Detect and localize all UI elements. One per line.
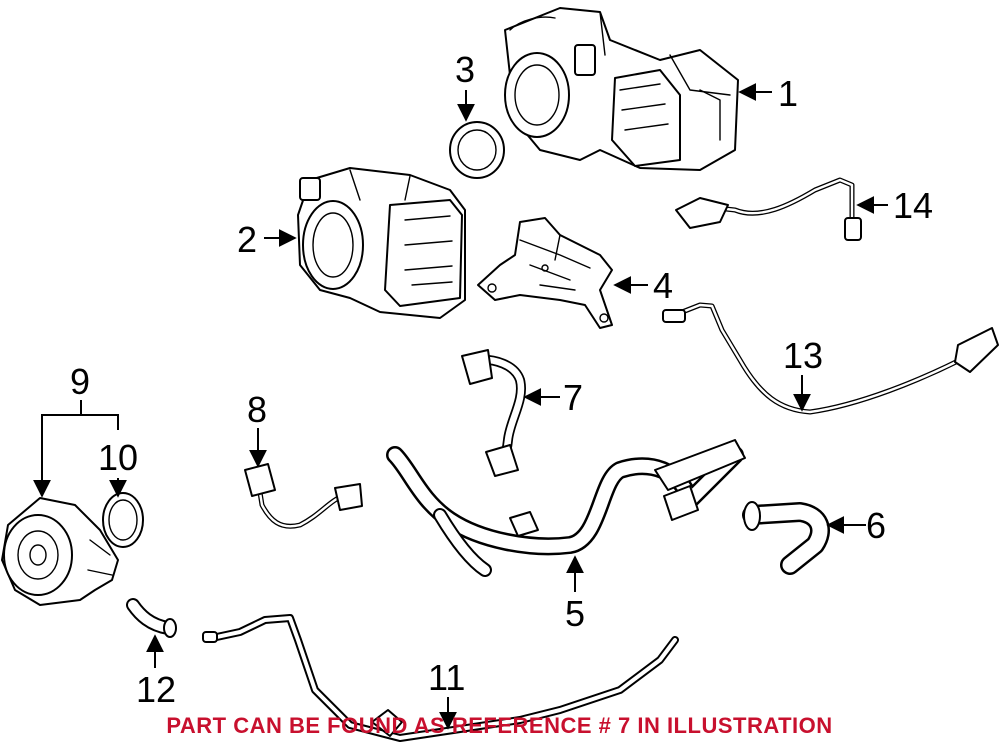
part-3-gasket	[449, 121, 505, 179]
part-9-pump	[1, 497, 119, 606]
callout-7: 7	[563, 377, 583, 418]
callout-9: 9	[70, 361, 90, 402]
part-12-small-hose	[126, 598, 177, 638]
callout-13: 13	[783, 335, 823, 376]
part-10-seal	[102, 492, 144, 548]
callout-14: 14	[893, 185, 933, 226]
callout-12: 12	[136, 669, 176, 710]
part-6-elbow-hose	[742, 501, 830, 575]
callout-8: 8	[247, 389, 267, 430]
part-8-sensor-wire	[244, 463, 363, 529]
part-14-sensor-harness	[675, 177, 862, 241]
callout-5: 5	[565, 593, 585, 634]
part-5-pipe	[386, 439, 746, 577]
part-13-sensor-harness	[662, 302, 999, 415]
callout-4: 4	[653, 265, 673, 306]
callout-10: 10	[98, 437, 138, 478]
callout-3: 3	[455, 49, 475, 90]
part-1-throttle-assembly	[504, 7, 739, 171]
callout-11: 11	[428, 657, 465, 698]
part-7-hose	[461, 349, 526, 477]
leader-lines	[33, 83, 888, 730]
callout-2: 2	[237, 219, 257, 260]
callout-1: 1	[778, 73, 798, 114]
callout-6: 6	[866, 505, 886, 546]
part-2-throttle-body	[297, 167, 466, 319]
part-11-line	[202, 614, 679, 742]
reference-notice: PART CAN BE FOUND AS REFERENCE # 7 IN IL…	[166, 713, 833, 738]
callout-numbers: 1 2 3 4 5 6 7 8 9 10 11 12 13 14	[70, 49, 933, 710]
part-4-bracket	[477, 217, 613, 329]
